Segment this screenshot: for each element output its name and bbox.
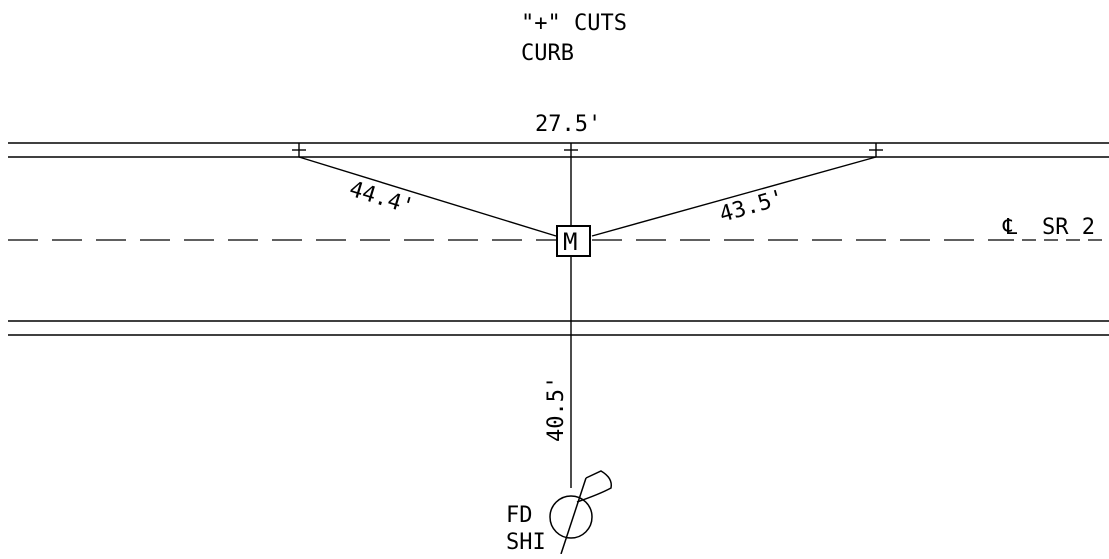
centerline-symbol: ℄ [1002, 215, 1018, 240]
found-label-line-2: SHI [506, 530, 546, 554]
cut-mark-right [869, 143, 883, 157]
tie-line-left [298, 156, 557, 237]
note-line-2: CURB [521, 41, 574, 66]
tie-line-right [591, 156, 877, 237]
dimension-top: 27.5' [535, 112, 601, 137]
monument-symbol: M [563, 228, 577, 256]
note-line-1: "+" CUTS [521, 11, 627, 36]
cut-mark-center [564, 143, 578, 157]
tie-label-left: 44.4' [346, 177, 417, 220]
tie-label-down: 40.5' [544, 376, 569, 442]
monument-box [556, 225, 591, 257]
found-marker-icon [549, 470, 613, 555]
cut-mark-left [292, 143, 306, 157]
found-label-line-1: FD [506, 503, 533, 528]
centerline-label: SR 2 [1042, 215, 1095, 240]
